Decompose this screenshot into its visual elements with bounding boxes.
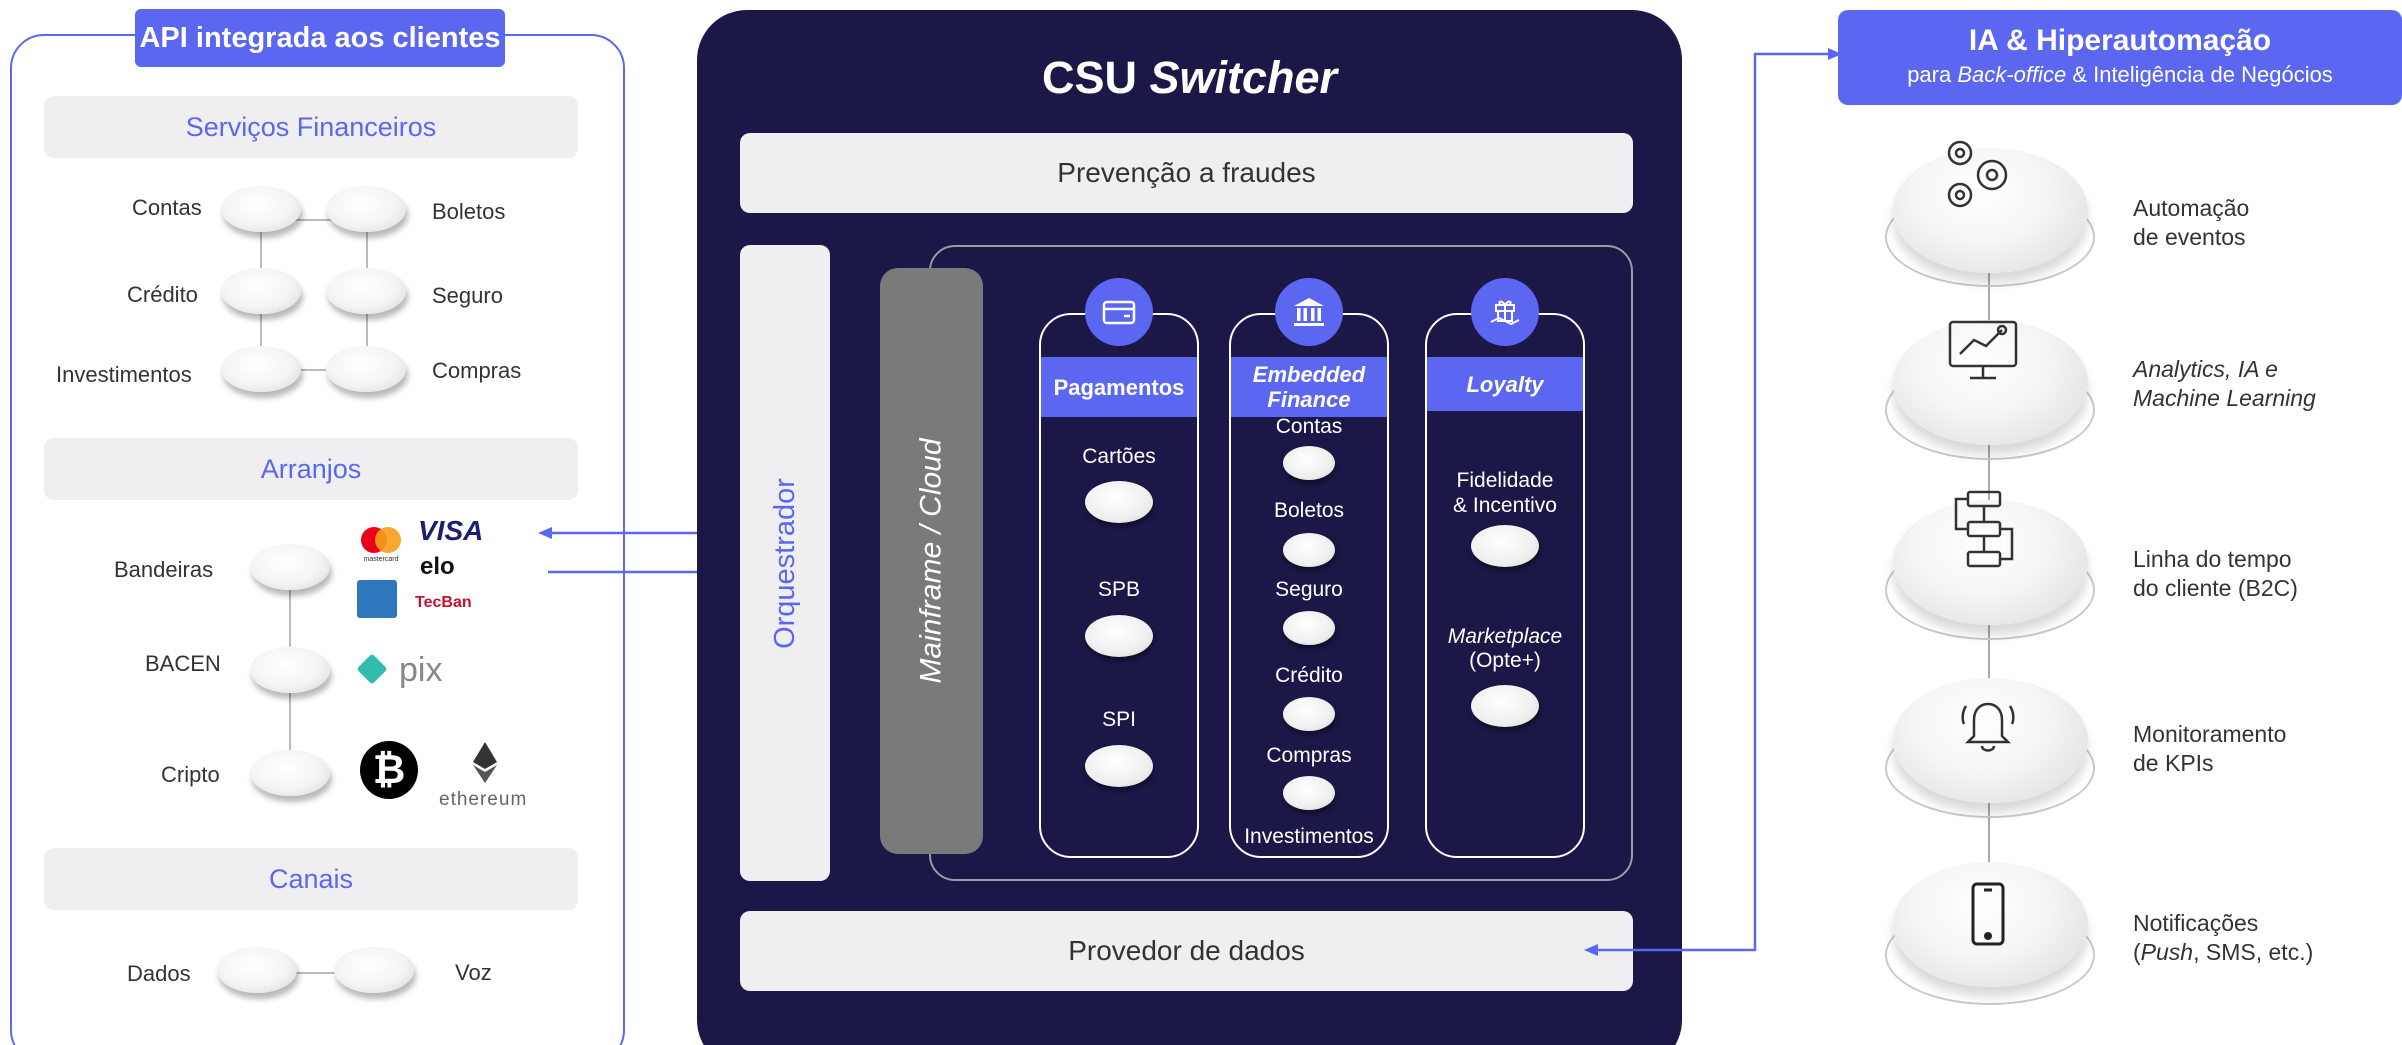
node-disc [1471,685,1539,727]
smartphone-icon [1968,880,2008,950]
ethereum-icon [470,740,500,785]
label-contas: Contas [132,195,202,220]
embedded-finance-title: Embedded Finance [1231,357,1387,417]
connector-line [256,972,374,974]
ia-title: IA & Hiperautomação [1968,24,2272,57]
label-dados: Dados [127,961,191,986]
label-credito: Crédito [1275,664,1343,687]
mainframe-cloud-bar: Mainframe / Cloud [880,268,983,854]
node-disc [1893,148,2088,273]
csu-switcher-panel: CSU Switcher Prevenção a fraudes Orquest… [697,10,1682,1045]
loyalty-title: Loyalty [1427,357,1583,411]
card-icon [1085,278,1153,346]
ia-hyperautomation-header: IA & Hiperautomação para Back-office & I… [1838,10,2402,105]
notifications-label: Notificações (Push, SMS, etc.) [2133,910,2314,965]
connector-line [260,369,368,371]
label-cripto: Cripto [161,762,220,787]
label-boletos: Boletos [432,199,506,224]
node-disc [326,186,406,232]
node-disc [250,544,330,590]
node-disc [1283,446,1335,480]
label-investimentos: Investimentos [56,362,192,387]
tecban-logo: TecBan [415,594,472,611]
label-investimentos: Investimentos [1244,825,1374,848]
orchestrator-bar: Orquestrador [740,245,830,881]
ia-subtitle: para Back-office & Inteligência de Negóc… [1907,62,2333,87]
fraud-prevention-bar: Prevenção a fraudes [740,133,1633,213]
node-disc [326,268,406,314]
label-spi: SPI [1102,708,1136,731]
analytics-monitor-icon [1946,310,2021,385]
data-flow-connector [1584,48,1842,956]
channels-header: Canais [44,848,578,910]
data-provider-bar: Provedor de dados [740,911,1633,991]
clients-api-title: API integrada aos clientes [135,9,505,67]
node-disc [1085,615,1153,657]
financial-services-header: Serviços Financeiros [44,96,578,158]
ethereum-wordmark: ethereum [439,789,528,810]
gift-icon [1471,278,1539,346]
node-disc [334,947,414,993]
amex-logo [357,580,397,618]
label-bacen: BACEN [145,651,221,676]
bank-icon [1275,278,1343,346]
label-spb: SPB [1097,578,1141,601]
node-disc [1283,697,1335,731]
orchestrator-label: Orquestrador [768,477,801,649]
label-fidelidade-incentivo: Fidelidade & Incentivo [1453,469,1557,517]
connector-line [260,219,368,221]
node-disc [1085,481,1153,523]
bitcoin-logo: ₿ [360,741,418,799]
gears-icon [1940,133,2020,213]
node-disc [326,346,406,392]
embedded-finance-column: Embedded Finance Contas Boletos Seguro C… [1229,278,1389,858]
bell-icon [1958,692,2018,757]
node-disc [1085,745,1153,787]
node-disc [250,750,330,796]
label-voz: Voz [455,960,492,985]
label-contas: Contas [1275,415,1343,438]
label-boletos: Boletos [1273,499,1345,522]
node-disc [221,268,301,314]
label-compras: Compras [1266,744,1352,767]
node-disc [221,186,301,232]
loyalty-column: Loyalty Fidelidade & Incentivo Marketpla… [1425,278,1585,858]
node-disc [1893,678,2088,803]
mainframe-cloud-label: Mainframe / Cloud [914,438,948,684]
payments-title: Pagamentos [1041,357,1197,417]
svg-text:mastercard: mastercard [363,556,398,563]
node-disc [1283,776,1335,810]
node-disc [1283,533,1335,567]
label-bandeiras: Bandeiras [114,557,214,582]
label-seguro: Seguro [432,283,503,308]
csu-switcher-title: CSU Switcher [1041,52,1338,103]
payments-column: Pagamentos Cartões SPB SPI [1039,278,1199,858]
node-disc [1471,525,1539,567]
label-opte: (Opte+) [1469,649,1541,672]
label-marketplace: Marketplace [1447,625,1563,648]
elo-logo: elo [420,553,455,580]
flowchart-icon [1950,488,2020,573]
mastercard-logo: mastercard [356,523,406,563]
node-disc [221,346,301,392]
label-compras: Compras [432,358,522,383]
label-seguro: Seguro [1275,578,1343,601]
svg-text:pix: pix [399,651,442,689]
label-credito: Crédito [127,282,198,307]
arrangements-header: Arranjos [44,438,578,500]
node-disc [250,647,330,693]
label-cartoes: Cartões [1082,445,1156,468]
node-disc [1283,611,1335,645]
pix-logo: pix [357,650,477,695]
node-disc [217,947,297,993]
visa-logo: VISA [418,515,484,546]
